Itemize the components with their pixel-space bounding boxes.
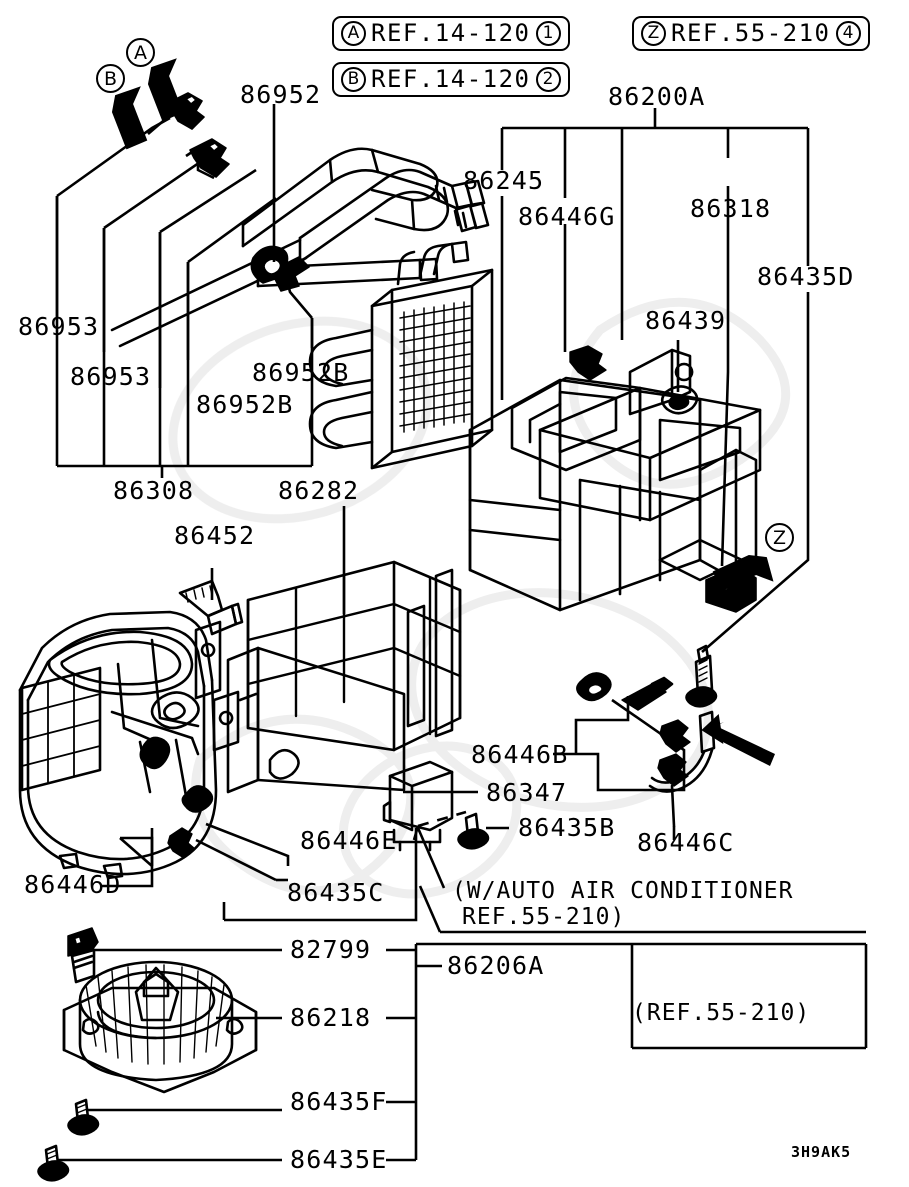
- ref-num-a: 1: [535, 20, 561, 46]
- ref-marker-a: A: [341, 20, 366, 46]
- ref-marker-z: Z: [641, 20, 666, 46]
- part-label-86446c: 86446C: [637, 828, 735, 857]
- part-label-86446b: 86446B: [471, 740, 569, 769]
- callout-marker-a: A: [126, 38, 155, 67]
- part-label-86435e: 86435E: [290, 1145, 388, 1174]
- part-label-86952b-b: 86952B: [196, 390, 294, 419]
- part-label-86953-a: 86953: [18, 312, 100, 341]
- note-auto-ac-line1: (W/AUTO AIR CONDITIONER: [452, 878, 794, 904]
- part-label-86206a: 86206A: [447, 951, 545, 980]
- part-label-86446e: 86446E: [300, 826, 398, 855]
- part-label-86245: 86245: [463, 166, 545, 195]
- part-label-86952-top: 86952: [240, 80, 322, 109]
- callout-marker-z: Z: [765, 523, 794, 552]
- part-label-86282: 86282: [278, 476, 360, 505]
- part-label-86435c: 86435C: [287, 878, 385, 907]
- ref-marker-b: B: [341, 66, 366, 92]
- ref-box-z: Z REF.55-210 4: [632, 16, 870, 51]
- ref-box-b: B REF.14-120 2: [332, 62, 570, 97]
- ref-box-a: A REF.14-120 1: [332, 16, 570, 51]
- part-label-86953-b: 86953: [70, 362, 152, 391]
- callout-marker-b: B: [96, 64, 125, 93]
- part-label-86446g: 86446G: [518, 202, 616, 231]
- part-label-86218: 86218: [290, 1003, 372, 1032]
- part-label-86439: 86439: [645, 306, 727, 335]
- part-label-86952b-a: 86952B: [252, 358, 350, 387]
- ref-num-z: 4: [835, 20, 861, 46]
- part-label-82799: 82799: [290, 935, 372, 964]
- ref-text-b: REF.14-120: [371, 65, 531, 93]
- ref-num-b: 2: [535, 66, 561, 92]
- part-label-86308: 86308: [113, 476, 195, 505]
- part-label-86347: 86347: [486, 778, 568, 807]
- part-label-86446d: 86446D: [24, 870, 122, 899]
- part-label-86452: 86452: [174, 521, 256, 550]
- part-label-86200a: 86200A: [608, 82, 706, 111]
- part-label-86435f: 86435F: [290, 1087, 388, 1116]
- note-auto-ac-line2: REF.55-210): [462, 904, 626, 930]
- note-ref-bottom: (REF.55-210): [632, 1000, 811, 1026]
- part-label-86435b: 86435B: [518, 813, 616, 842]
- ref-text-a: REF.14-120: [371, 19, 531, 47]
- ref-text-z: REF.55-210: [671, 19, 831, 47]
- diagram-code: 3H9AK5: [791, 1143, 852, 1161]
- part-label-86318: 86318: [690, 194, 772, 223]
- part-label-86435d: 86435D: [757, 262, 855, 291]
